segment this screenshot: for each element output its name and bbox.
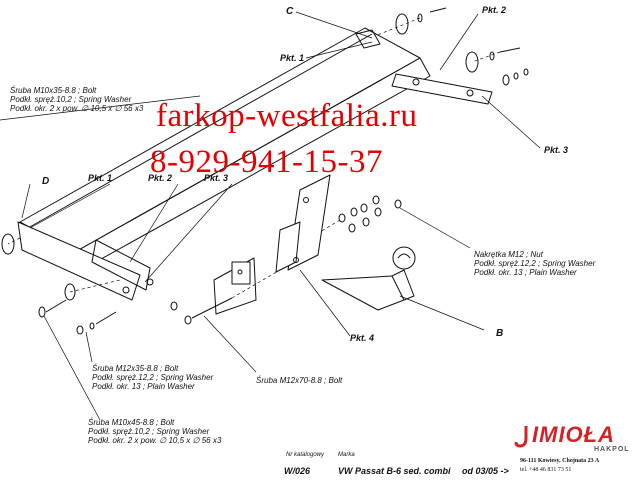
label-b: B (496, 328, 504, 339)
pkt2-top-label: Pkt. 2 (482, 5, 507, 15)
catalog-number: W/026 (284, 466, 311, 476)
brand-sub: HAKPOL (594, 446, 630, 453)
note-bolt-m10x45: Śruba M10x45-8.8 ; Bolt Podkł. spręż.10,… (88, 418, 221, 445)
brand-name: IMIOŁA (532, 422, 615, 447)
note-line: Śruba M10x35-8.8 ; Bolt (10, 86, 97, 95)
note-line: Śruba M12x35-8.8 ; Bolt (92, 364, 179, 373)
pkt3-left-label: Pkt. 3 (204, 173, 229, 183)
note-line: Śruba M10x45-8.8 ; Bolt (88, 418, 175, 427)
vehicle-model: VW Passat B-6 sed. combi (338, 466, 451, 476)
pkt1-left-label: Pkt. 1 (88, 173, 113, 183)
model-date: od 03/05 -> (462, 466, 509, 476)
pkt3-right-label: Pkt. 3 (544, 145, 569, 155)
brand-logo: IMIOŁA HAKPOL (514, 422, 638, 478)
tow-ball (321, 246, 416, 311)
brand-phone: tel. +48 46 831 73 51 (520, 467, 572, 473)
hook-icon (514, 426, 528, 448)
top-right-hardware (395, 7, 529, 86)
drop-plate (275, 174, 331, 273)
note-nut-m12: Nakrętka M12 ; Nut Podkł. spręż.12,2 ; S… (474, 250, 595, 277)
note-line: Podkł. spręż.12,2 ; Spring Washer (92, 373, 214, 382)
note-line: Podkł. okr. 2 x pow. ∅ 10,5 x ∅ 56 x3 (10, 104, 144, 113)
note-line: Nakrętka M12 ; Nut (474, 250, 543, 259)
note-bolt-m10x35: Śruba M10x35-8.8 ; Bolt Podkł. spręż.10,… (10, 86, 143, 113)
brand-address: 96-111 Kowiesy, Chojnata 23 A (520, 458, 600, 464)
note-line: Podkł. okr. 13 ; Plain Washer (474, 268, 577, 277)
pkt1-top-label: Pkt. 1 (280, 53, 305, 63)
catalog-caption: Nr katalogowy (286, 452, 325, 458)
note-bolt-m12x70: Śruba M12x70-8.8 ; Bolt (256, 376, 343, 385)
label-d: D (42, 176, 50, 187)
pkt4-label: Pkt. 4 (350, 333, 375, 343)
note-line: Podkł. spręż.10,2 ; Spring Washer (10, 95, 132, 104)
note-line: Podkł. okr. 2 x pow. ∅ 10,5 x ∅ 56 x3 (88, 436, 222, 445)
right-nuts (338, 195, 402, 233)
watermark-site: farkop-westfalia.ru (156, 98, 418, 134)
note-line: Podkł. okr. 13 ; Plain Washer (92, 382, 195, 391)
note-line: Podkł. spręż.12,2 ; Spring Washer (474, 259, 596, 268)
lower-left-hardware (1, 233, 233, 335)
note-line: Podkł. spręż.10,2 ; Spring Washer (88, 427, 210, 436)
watermark-phone: 8-929-941-15-37 (150, 144, 383, 180)
assembly-lines (7, 17, 501, 299)
label-c: C (286, 6, 294, 17)
pkt2-left-label: Pkt. 2 (148, 173, 173, 183)
leader-lines (0, 11, 541, 421)
right-mounting-bracket (355, 29, 493, 105)
socket-plate (213, 257, 257, 315)
note-bolt-m12x35: Śruba M12x35-8.8 ; Bolt Podkł. spręż.12,… (92, 364, 213, 391)
make-caption: Marka (338, 452, 355, 458)
